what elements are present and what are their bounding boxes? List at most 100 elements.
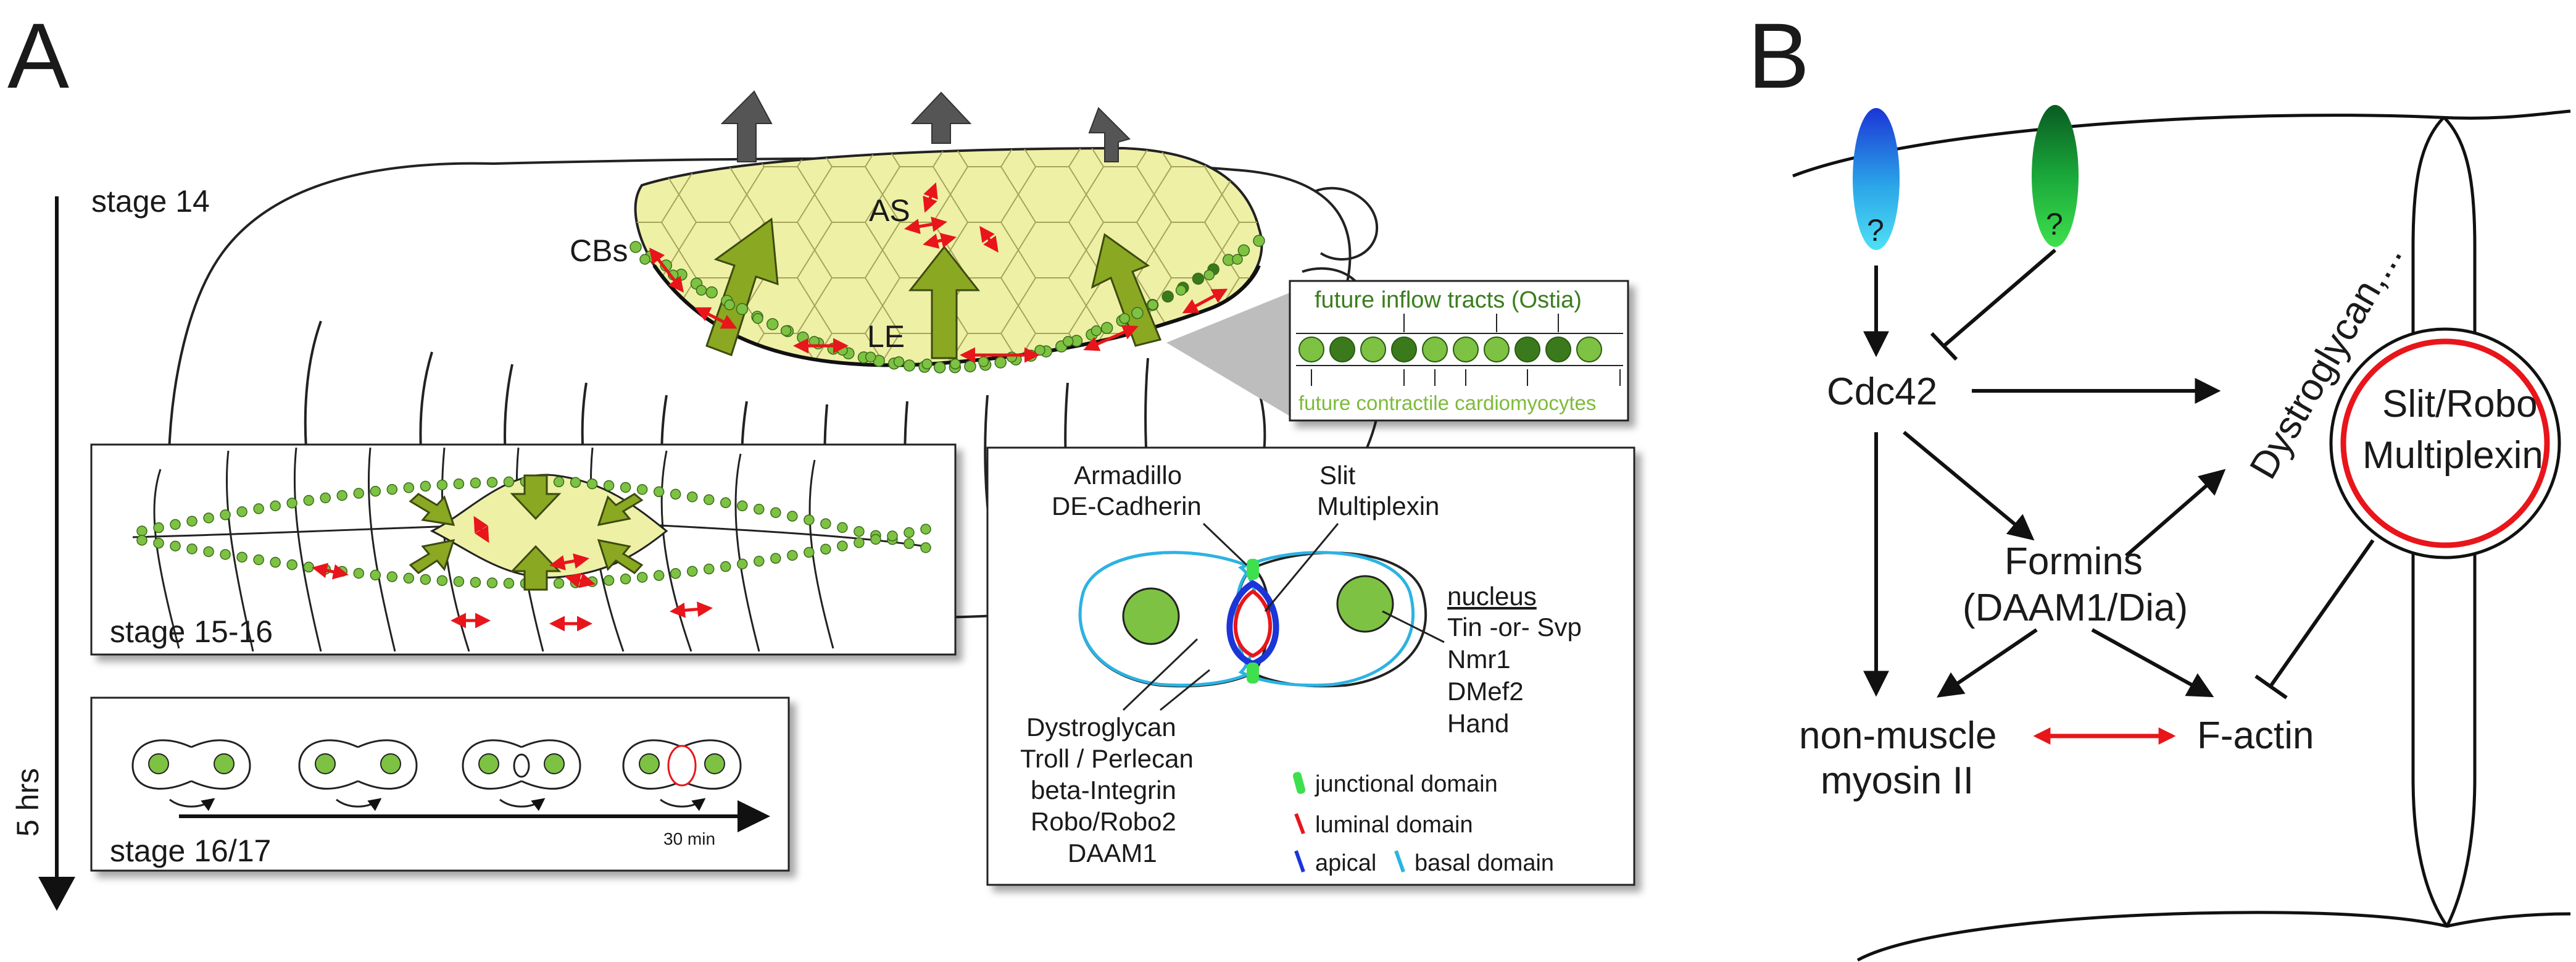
cardioblast-dot: [136, 525, 147, 537]
armadillo-label: Armadillo: [1074, 461, 1182, 490]
cardioblast-dot: [636, 483, 648, 495]
cardioblast-dot: [1131, 307, 1144, 319]
cardioblast-dot: [950, 358, 961, 370]
cardioblast-dot: [696, 285, 707, 296]
cardioblast-dot: [1175, 285, 1187, 296]
cardioblast-dot: [286, 559, 297, 571]
legend-junctional: junctional domain: [1315, 771, 1498, 797]
inset-cardioblast: [1329, 337, 1355, 362]
inset-cardioblast: [1576, 337, 1602, 362]
time-axis-arrowhead: [38, 877, 75, 911]
cardioblast-dot: [854, 526, 865, 537]
receptor-green-question: ?: [2046, 207, 2063, 241]
cardioblast-dot: [670, 488, 681, 500]
cardioblast-dot: [736, 303, 749, 316]
cardioblast-dot: [353, 567, 365, 579]
lumen-stage-cell-pair: [298, 739, 418, 811]
cardioblast-dot: [403, 572, 415, 584]
cardioblast-dot: [320, 492, 331, 504]
cardioblast-dot: [303, 561, 314, 573]
stage-16-17-content: 30 min stage 16/17: [110, 739, 770, 868]
cardioblast-dot: [203, 546, 214, 558]
cardioblast-dot: [893, 356, 905, 367]
cardioblast-dot: [253, 554, 264, 566]
unknown-receptor-green: [2032, 105, 2079, 247]
cardioblast-dot: [737, 500, 748, 512]
cardioblast-dot: [804, 546, 815, 558]
cardioblast-dot: [920, 542, 931, 553]
arrow-formins-to-myosin: [1937, 628, 2038, 698]
cardioblast-dot: [978, 356, 989, 367]
cardioblast-dot: [904, 527, 915, 538]
cardioblast-dot: [1253, 235, 1265, 247]
cardioblast-dot: [670, 568, 681, 579]
cardioblast-dot: [887, 530, 898, 542]
cardioblast-dot: [220, 509, 231, 521]
inset-cardioblast: [1391, 337, 1417, 362]
cardioblast-dot: [1147, 299, 1158, 311]
cardioblast-dot: [720, 561, 731, 572]
slit-label: Slit: [1319, 461, 1356, 490]
cardioblast-dot: [1091, 325, 1102, 337]
cardioblast-inset-content: future inflow tracts (Ostia) future cont…: [1296, 287, 1623, 414]
nucleus-factor: Nmr1: [1447, 645, 1511, 674]
cardioblast-dot: [639, 254, 650, 265]
cardioblast-dot: [353, 488, 365, 499]
time-axis-label: 5 hrs: [10, 768, 45, 837]
red-double-arrow: [904, 216, 947, 235]
cardioblast-dot: [486, 477, 498, 488]
cardioblast-dot: [603, 480, 615, 491]
cardioblast-dot: [820, 518, 831, 529]
cardioblast-dot: [420, 480, 431, 492]
inhibit-bar-cdc42: [1930, 332, 1958, 361]
cardioblast-dot: [136, 535, 147, 546]
factin-label: F-actin: [2197, 714, 2314, 757]
lumen-stage-cell-pair: [131, 739, 251, 811]
legend-apical: apical: [1315, 850, 1376, 876]
de-cadherin-label: DE-Cadherin: [1052, 491, 1202, 521]
cardioblast-dot: [653, 570, 665, 581]
cardioblast-dot: [303, 495, 314, 506]
cardioblast-dot: [653, 486, 665, 498]
time-bar-label: 30 min: [663, 829, 715, 848]
red-double-arrow: [312, 563, 349, 580]
cardioblast-dot: [553, 476, 565, 488]
red-double-arrow: [670, 601, 713, 618]
inset-cardioblast: [1514, 337, 1540, 362]
stage-14-label: stage 14: [91, 184, 210, 219]
stage-15-16-label: stage 15-16: [110, 614, 273, 649]
multiplexin-label: Multiplexin: [1317, 491, 1439, 521]
red-double-arrow: [923, 182, 938, 213]
panel-a: A 5 hrs stage 14: [7, 4, 1635, 911]
lumen-stage-cell-pair: [622, 739, 742, 811]
inhibit-receptor-to-cdc42: [1943, 248, 2056, 348]
cardioblast-dot: [336, 490, 348, 501]
nucleus-factor: Tin -or- Svp: [1447, 613, 1582, 642]
cardioblast-dot: [737, 558, 748, 570]
cardioblast-dot: [904, 538, 915, 550]
cardioblast-dot: [286, 497, 297, 509]
cardioblast-dot: [1192, 272, 1205, 285]
nucleus-factor: DMef2: [1447, 677, 1524, 706]
domain-legend: junctional domain luminal domain apical …: [1292, 771, 1554, 876]
cardioblast-dot: [770, 507, 781, 518]
basal-factor: DAAM1: [1068, 839, 1157, 868]
cardioblast-dot: [170, 540, 181, 552]
cardioblast-dot: [820, 543, 831, 555]
cardioblast-dot: [153, 537, 164, 549]
cardioblast-dot: [236, 506, 247, 517]
inset-cardioblast: [1453, 337, 1479, 362]
cardioblast-dot: [620, 573, 631, 585]
arrow-formins-to-dystroglycan: [2125, 469, 2226, 558]
cardioblast-dot: [994, 356, 1007, 369]
inset-callout-wedge: [1166, 290, 1296, 420]
cardioblast-dot: [270, 556, 281, 568]
cardioblast-dot: [436, 575, 448, 587]
as-label: AS: [869, 193, 910, 228]
panel-letter-b: B: [1748, 4, 1809, 107]
cardioblast-dot: [570, 477, 581, 488]
cardiomyocyte-label: future contractile cardiomyocytes: [1298, 391, 1596, 414]
cardioblast-dot: [854, 537, 865, 548]
dorsal-grey-arrows: [720, 90, 1131, 162]
